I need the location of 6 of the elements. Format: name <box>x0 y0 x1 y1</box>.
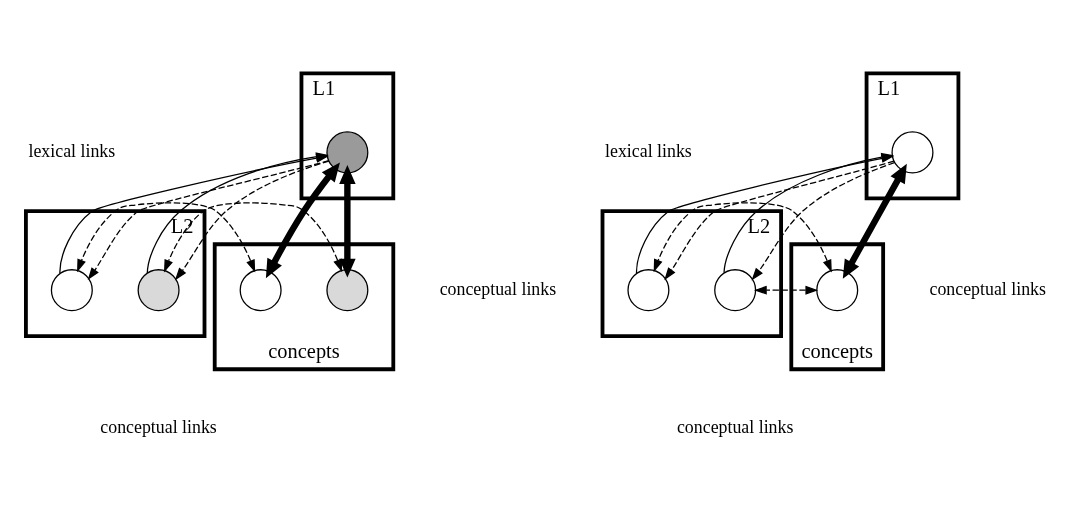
label: conceptual links <box>676 416 794 437</box>
label: conceptual links <box>439 278 557 299</box>
label: conceptual links <box>929 278 1046 299</box>
label: lexical links <box>605 140 692 161</box>
label: conceptual links <box>100 416 217 437</box>
label: lexical links <box>28 140 116 161</box>
